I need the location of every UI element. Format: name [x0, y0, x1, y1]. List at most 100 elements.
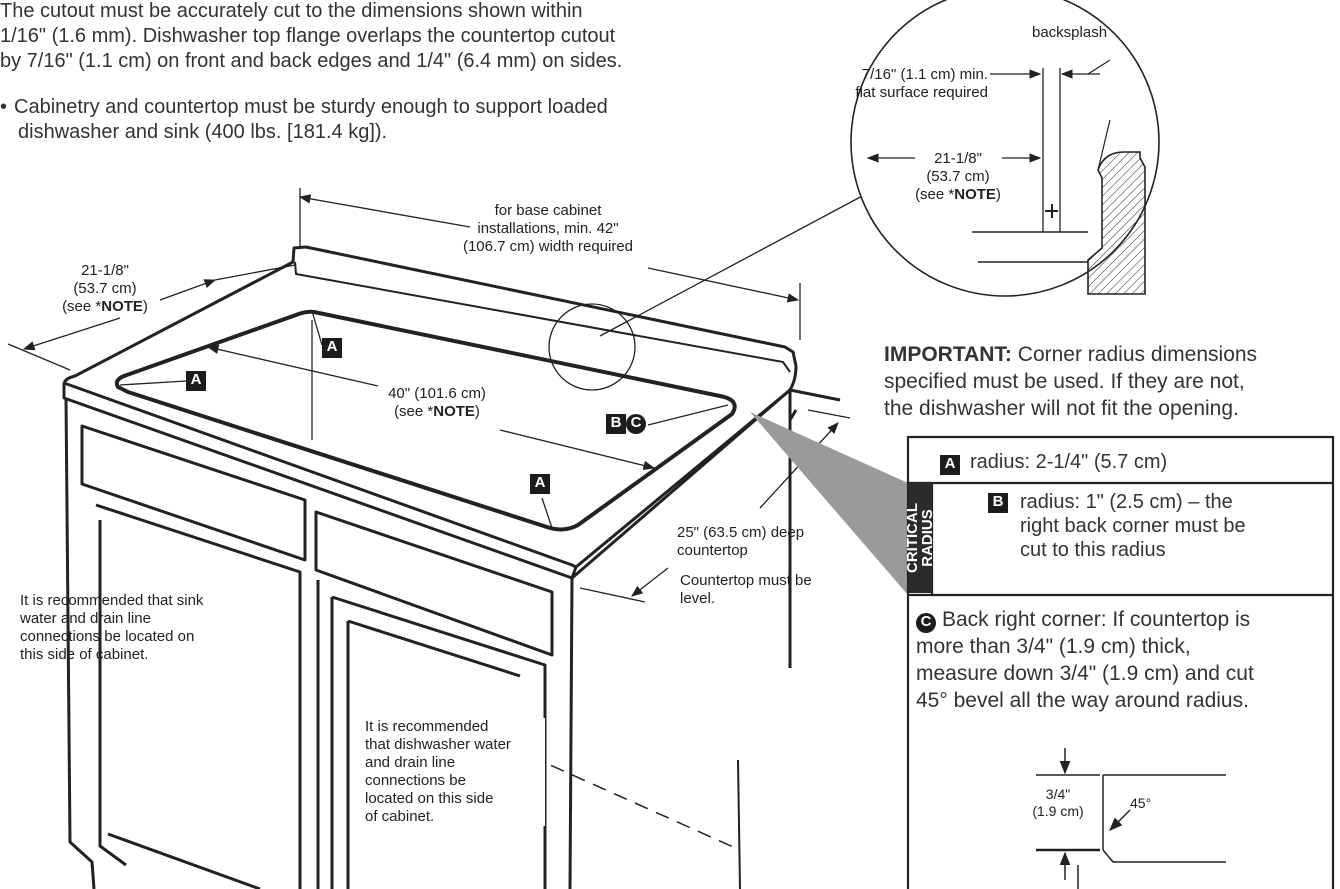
see-prefix: (see * [915, 186, 955, 203]
radius-b-text: radius: 1" (2.5 cm) – the right back cor… [1020, 490, 1330, 562]
note-word: NOTE [101, 298, 143, 315]
hidden-line [529, 755, 741, 851]
dishwasher-note-line-5: located on this side [365, 790, 494, 807]
sink-note-line-2: water and drain line [20, 610, 151, 627]
cutout-outline [114, 309, 737, 532]
badge-b: B [606, 414, 626, 434]
bullet-line-1: Cabinetry and countertop must be sturdy … [14, 96, 608, 118]
detail-depth-line-2: (53.7 cm) [926, 168, 990, 185]
radius-b-line-2: right back corner must be [1020, 515, 1246, 537]
countertop-line-2: countertop [677, 542, 748, 559]
bevel-angle-label: 45° [1130, 795, 1152, 811]
zoom-circle-small [548, 303, 636, 391]
sink-note-line-1: It is recommended that sink [20, 592, 204, 609]
important-label: IMPORTANT: [884, 343, 1012, 366]
radius-b-line-3: cut to this radius [1020, 539, 1166, 561]
width-line-3: (106.7 cm) width required [462, 238, 634, 255]
intro-line-1: The cutout must be accurately cut to the… [0, 0, 583, 22]
corner-note-line-4: 45° bevel all the way around radius. [916, 689, 1249, 712]
important-line-3: the dishwasher will not fit the opening. [884, 397, 1239, 420]
sink-note-line-4: this side of cabinet. [20, 646, 149, 663]
countertop-outline [62, 245, 841, 580]
dishwasher-note-line-1: It is recommended [365, 718, 489, 735]
sink-note-line-3: connections be located on [20, 628, 195, 645]
see-prefix: (see * [62, 298, 102, 315]
main-depth-line-1: 21-1/8" [81, 262, 129, 279]
important-line-2: specified must be used. If they are not, [884, 370, 1245, 393]
radius-b-badge: B [988, 493, 1008, 513]
corner-note-line-1-text: Back right corner: If countertop is [942, 608, 1251, 631]
intro-paragraph: The cutout must be accurately cut to the… [0, 0, 790, 74]
see-suffix: ) [995, 186, 1001, 203]
note-word: NOTE [954, 186, 996, 203]
critical-label-line-1: CRITICAL [904, 503, 921, 573]
radius-a-text: radius: 2-1/4" (5.7 cm) [970, 451, 1168, 473]
detail-depth-label: 21-1/8" (53.7 cm) (see *NOTE) [908, 150, 1008, 204]
dishwasher-note-line-2: that dishwasher water [365, 736, 511, 753]
countertop-line-1: 25" (63.5 cm) deep [677, 524, 805, 541]
width-line-2: installations, min. 42" [477, 220, 619, 237]
intro-line-3: by 7/16" (1.1 cm) on front and back edge… [0, 50, 623, 72]
critical-radius-label: CRITICAL RADIUS [904, 503, 936, 573]
flat-surface-line-2: flat surface required [855, 84, 988, 101]
critical-radius-bar [908, 483, 932, 593]
important-line-1: IMPORTANT: Corner radius dimensions [884, 341, 1336, 368]
bevel-dim-line-1: 3/4" [1045, 786, 1071, 802]
backsplash-label: backsplash [1032, 24, 1108, 41]
cutout-width-label: 40" (101.6 cm) (see *NOTE) [372, 385, 502, 421]
bevel-dim-line-2: (1.9 cm) [1032, 803, 1084, 819]
badge-a-front-left: A [186, 371, 206, 391]
cabinet-body [64, 388, 798, 889]
corner-c-badge: C [916, 613, 936, 633]
dishwasher-connections-note: It is recommended that dishwasher water … [365, 718, 545, 826]
important-note: IMPORTANT: Corner radius dimensions spec… [884, 341, 1336, 422]
flat-surface-label: 7/16" (1.1 cm) min. flat surface require… [788, 66, 988, 102]
critical-box-frame [906, 435, 1335, 889]
level-line-2: level. [680, 590, 716, 607]
see-suffix: ) [474, 403, 480, 420]
see-suffix: ) [142, 298, 148, 315]
level-label: Countertop must be level. [680, 572, 860, 608]
width-line-1: for base cabinet [494, 202, 602, 219]
corner-note-line-3: measure down 3/4" (1.9 cm) and cut [916, 662, 1254, 685]
backsplash-detail [866, 59, 1146, 295]
corner-note-line-2: more than 3/4" (1.9 cm) thick, [916, 635, 1191, 658]
detail-see-note: (see *NOTE) [908, 186, 1008, 204]
dishwasher-note-line-3: and drain line [365, 754, 456, 771]
intro-line-2: 1/16" (1.6 mm). Dishwasher top flange ov… [0, 25, 616, 47]
bevel-dimension-label: 3/4" (1.9 cm) [1018, 786, 1098, 820]
note-word: NOTE [433, 403, 475, 420]
bevel-detail [1036, 748, 1226, 889]
badge-c: C [626, 414, 646, 434]
see-prefix: (see * [394, 403, 434, 420]
intro-bullet: • Cabinetry and countertop must be sturdy… [0, 95, 790, 145]
callout-wedge [750, 412, 908, 595]
flat-surface-line-1: 7/16" (1.1 cm) min. [861, 66, 988, 83]
radius-a-badge: A [940, 455, 960, 475]
sink-connections-note: It is recommended that sink water and dr… [20, 592, 280, 664]
dimension-lines [7, 188, 867, 603]
main-depth-line-2: (53.7 cm) [73, 280, 137, 297]
bullet-dot: • [0, 96, 8, 118]
bullet-line-2: dishwasher and sink (400 lbs. [181.4 kg]… [18, 121, 388, 143]
level-line-1: Countertop must be [680, 572, 812, 589]
countertop-depth-label: 25" (63.5 cm) deep countertop [677, 524, 857, 560]
back-right-corner-note: C Back right corner: If countertop is mor… [916, 606, 1330, 714]
width-required-label: for base cabinet installations, min. 42"… [438, 202, 658, 256]
main-depth-label: 21-1/8" (53.7 cm) (see *NOTE) [50, 262, 160, 316]
detail-depth-line-1: 21-1/8" [934, 150, 982, 167]
cutout-width-line: 40" (101.6 cm) [388, 385, 486, 402]
important-rest: Corner radius dimensions [1011, 343, 1258, 366]
radius-b-line-1: radius: 1" (2.5 cm) – the [1020, 491, 1233, 513]
main-see-note: (see *NOTE) [50, 298, 160, 316]
cutout-see-note: (see *NOTE) [372, 403, 502, 421]
corner-note-line-1: C Back right corner: If countertop is [916, 606, 1330, 633]
dishwasher-note-line-6: of cabinet. [365, 808, 435, 825]
badge-a-front-right: A [530, 474, 550, 494]
dishwasher-note-line-4: connections be [365, 772, 466, 789]
critical-label-line-2: RADIUS [919, 509, 936, 567]
badge-a-back-left: A [322, 338, 342, 358]
